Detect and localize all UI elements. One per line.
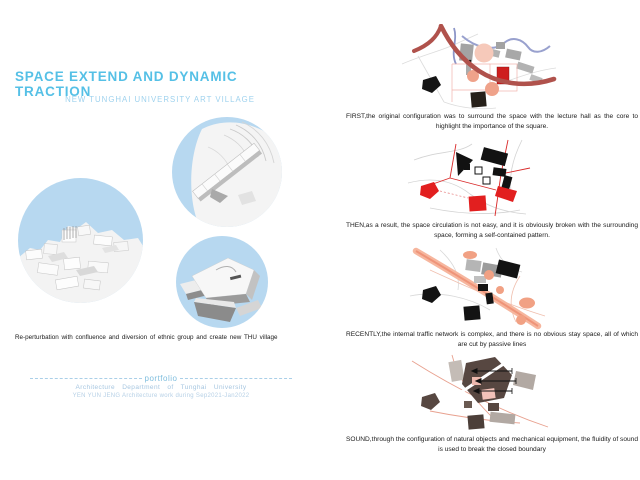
site-map-first-image [401,24,557,110]
caption-first: FIRST,the original configuration was to … [346,113,638,130]
site-map-recently-image [409,247,546,330]
site-map-sound-image [411,354,549,430]
footer-author: YEN YUN JENG Architecture work during Se… [72,393,250,399]
caption-sound: SOUND,through the configuration of natur… [346,436,638,453]
building-closeup-render [176,236,268,328]
caption-then: THEN,as a result, the space circulation … [346,222,638,239]
footer-department: Architecture Department of Tunghai Unive… [75,384,247,391]
building-closeup-render-image [180,257,262,322]
site-map-recently [400,246,560,330]
terrain-bridge-render-image [191,121,282,227]
footer-portfolio-row: portfolio [30,374,292,383]
site-map-then-image [407,139,531,217]
footer-portfolio-label: portfolio [144,374,178,383]
terrain-bridge-render [172,117,282,227]
caption-recently: RECENTLY,the internal traffic network is… [346,331,638,348]
site-map-first [400,24,560,110]
footer-dash-left [30,378,142,379]
page-title: SPACE EXTEND AND DYNAMIC TRACTION [15,69,238,99]
footer-dash-right [180,378,292,379]
site-map-sound [400,351,560,431]
village-massing-render-image [18,222,143,303]
page-subtitle: NEW TUNGHAI UNIVERSITY ART VILLAGE [65,95,255,104]
village-massing-render [18,178,143,303]
site-map-then [400,138,560,218]
left-caption: Re-perturbation with confluence and dive… [15,334,278,341]
